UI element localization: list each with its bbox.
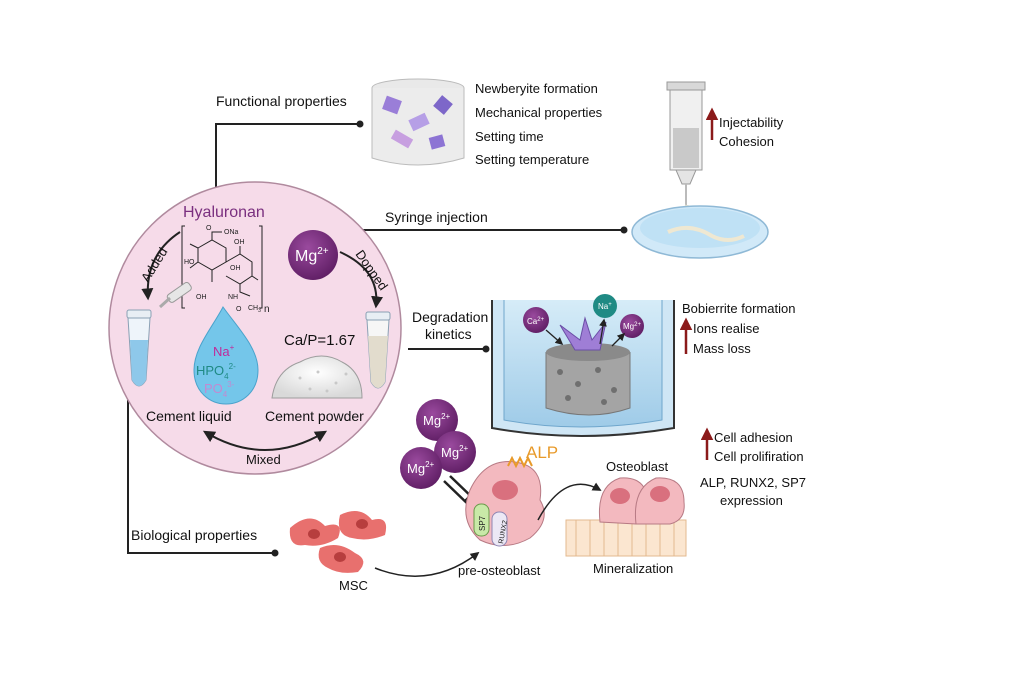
svg-text:RUNX2: RUNX2	[498, 520, 509, 545]
ca-bead-label: Ca2+	[527, 317, 545, 326]
biological-endpoint	[271, 549, 279, 557]
syringe-endpoint	[620, 226, 628, 234]
cement-powder-label: Cement powder	[265, 408, 364, 424]
cell-effect: Cell prolifiration	[714, 449, 804, 464]
ho-label: HO	[184, 259, 195, 266]
cement-liquid-label: Cement liquid	[146, 408, 232, 424]
ch3-label: CH3	[248, 305, 261, 314]
functional-connector	[215, 123, 360, 198]
kinetics-label: kinetics	[425, 326, 472, 342]
degradation-bath-icon	[491, 300, 675, 437]
functional-endpoint	[356, 120, 364, 128]
na-release-arrow	[599, 318, 607, 345]
liquid-tube-icon	[126, 309, 152, 387]
msc-label: MSC	[339, 578, 368, 593]
degradation-endpoint	[482, 345, 490, 353]
mg-release-arrow	[611, 332, 626, 347]
expression-line: ALP, RUNX2, SP7	[700, 475, 806, 490]
degradation-effect: Ions realise	[693, 321, 759, 336]
hyaluronan-structure	[181, 225, 263, 309]
msc-to-preosteoblast-arrow	[374, 551, 480, 577]
na-ion-bead	[593, 294, 617, 318]
functional-item: Newberyite formation	[475, 81, 598, 96]
msc-cells	[289, 511, 387, 573]
runx2-marker: RUNX2	[491, 511, 509, 547]
osteoblast-nucleus	[610, 488, 630, 504]
repeat-n-label: n	[264, 304, 270, 315]
mg-ion-dopant	[288, 230, 338, 280]
functional-properties-label: Functional properties	[216, 93, 347, 109]
mg-ion	[434, 431, 476, 473]
mg-ion	[400, 447, 442, 489]
cement-powder-pile	[271, 355, 363, 399]
ca-release-arrow	[545, 329, 564, 346]
degradation-effect: Bobierrite formation	[682, 301, 795, 316]
oh-label-3: OH	[196, 294, 207, 301]
po4-ion-label: PO43-	[204, 380, 235, 399]
mg-ion-bead	[620, 314, 644, 338]
mg-ion	[416, 399, 458, 441]
nh-label: NH	[228, 294, 238, 301]
alp-squiggle	[507, 455, 533, 469]
na-bead-label: Na+	[598, 302, 612, 311]
matrix-fibers	[575, 520, 675, 556]
oh-label-2: OH	[234, 239, 245, 246]
mixed-arrow	[202, 430, 328, 451]
cement-composition-circle	[108, 181, 402, 475]
dopped-arrow	[339, 251, 384, 309]
biological-connector	[127, 400, 275, 554]
petri-dish-icon	[631, 205, 769, 259]
functional-item: Setting time	[475, 129, 544, 144]
mg-bead-label: Mg2+	[623, 322, 641, 331]
ca-ion-bead	[523, 307, 549, 333]
mg-ion-label: Mg2+	[423, 412, 451, 428]
degradation-effect: Mass loss	[693, 341, 751, 356]
svg-text:SP7: SP7	[478, 515, 487, 531]
cell-effect: Cell adhesion	[714, 430, 793, 445]
pipette-icon	[158, 281, 192, 309]
pre-osteoblast-nucleus	[492, 480, 518, 500]
mg-ion-label: Mg2+	[441, 444, 469, 460]
alp-label: ALP	[526, 443, 558, 462]
preosteoblast-to-osteoblast-arrow	[537, 482, 602, 521]
powder-tube-icon	[365, 311, 391, 389]
ca-p-ratio-label: Ca/P=1.67	[284, 332, 355, 349]
degradation-label: Degradation	[412, 309, 488, 325]
na-ion-label: Na+	[213, 343, 235, 359]
functional-properties-list: Newberyite formation Mechanical properti…	[475, 81, 603, 167]
osteoblast-label: Osteoblast	[606, 459, 669, 474]
mg-dopant-label: Mg2+	[295, 246, 329, 265]
water-drop-icon	[193, 306, 259, 405]
hyaluronan-label: Hyaluronan	[183, 204, 265, 221]
mixed-label: Mixed	[246, 452, 281, 467]
o-label-2: O	[236, 306, 242, 313]
crystal-cylinder-icon	[371, 78, 465, 166]
mg-ion-label: Mg2+	[407, 460, 435, 476]
functional-item: Mechanical properties	[475, 105, 603, 120]
functional-item: Setting temperature	[475, 152, 589, 167]
syringe-icon	[666, 81, 706, 205]
injection-effect: Cohesion	[719, 134, 774, 149]
ona-label: ONa	[224, 229, 239, 236]
pre-osteoblast-label: pre-osteoblast	[458, 563, 541, 578]
sp7-marker: SP7	[473, 503, 490, 537]
biological-properties-label: Biological properties	[131, 527, 257, 543]
mineralization-label: Mineralization	[593, 561, 673, 576]
added-arrow	[141, 231, 181, 301]
mineralized-matrix	[565, 519, 687, 557]
oh-label-1: OH	[230, 265, 241, 272]
osteoblast-nucleus	[650, 486, 670, 502]
injection-effect: Injectability	[719, 115, 784, 130]
o-label-1: O	[206, 225, 212, 232]
syringe-injection-label: Syringe injection	[385, 209, 488, 225]
expression-line: expression	[720, 493, 783, 508]
powder-texture	[298, 370, 348, 393]
hpo4-ion-label: HPO42-	[196, 362, 236, 381]
